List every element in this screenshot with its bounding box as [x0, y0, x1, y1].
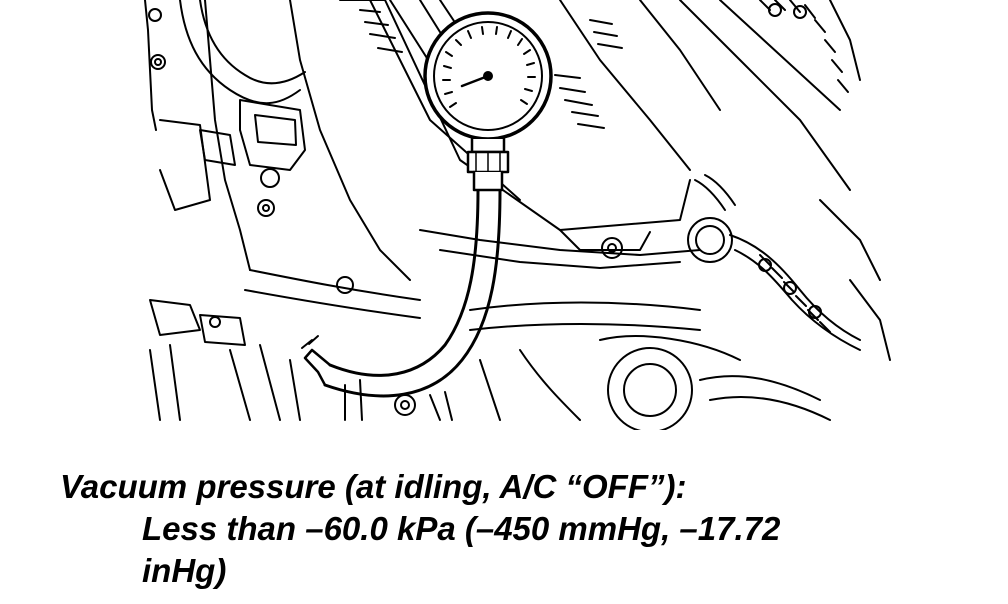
- vacuum-gauge-icon: [423, 11, 553, 192]
- vacuum-spec-caption: Vacuum pressure (at idling, A/C “OFF”): …: [60, 466, 990, 592]
- engine-bay-illustration: [144, 0, 891, 430]
- vacuum-hose-icon: [301, 188, 502, 398]
- engine-bay-icon: [144, 0, 891, 430]
- spec-value-continued: inHg): [142, 552, 227, 589]
- spec-heading: Vacuum pressure (at idling, A/C “OFF”):: [60, 468, 687, 505]
- spec-value: Less than –60.0 kPa (–450 mmHg, –17.72: [142, 510, 781, 547]
